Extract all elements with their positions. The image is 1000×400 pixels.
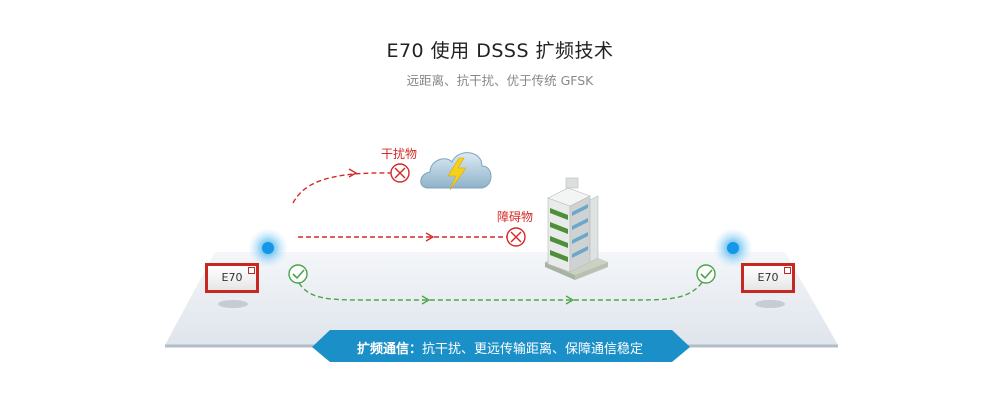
page-subtitle: 远距离、抗干扰、优于传统 GFSK (406, 73, 594, 88)
module-corner-icon (784, 267, 791, 274)
right-module-label: E70 (757, 271, 779, 284)
module-corner-icon (248, 267, 255, 274)
ground-plane (165, 252, 838, 345)
banner-body-text: 抗干扰、更远传输距离、保障通信稳定 (422, 342, 644, 357)
building-icon (545, 177, 608, 280)
left-e70-module: E70 (205, 263, 259, 293)
banner-bold-text: 扩频通信： (356, 342, 422, 357)
banner-text: 扩频通信：抗干扰、更远传输距离、保障通信稳定 (0, 338, 1000, 357)
right-e70-module: E70 (741, 263, 795, 293)
storm-cloud-icon (420, 152, 492, 191)
obstacle-label: 障碍物 (497, 210, 534, 224)
left-module-shadow (218, 300, 248, 308)
left-module-label: E70 (221, 271, 243, 284)
interference-label: 干扰物 (381, 147, 418, 161)
page-title: E70 使用 DSSS 扩频技术 (386, 40, 614, 62)
blocked-path-interference (292, 172, 393, 204)
check-icon-right (696, 264, 716, 284)
check-icon-left (288, 264, 308, 284)
right-module-shadow (755, 300, 785, 308)
dsss-success-path (298, 279, 705, 301)
blocked-x-icon-interference (390, 163, 410, 183)
blocked-x-icon-obstacle (506, 227, 526, 247)
